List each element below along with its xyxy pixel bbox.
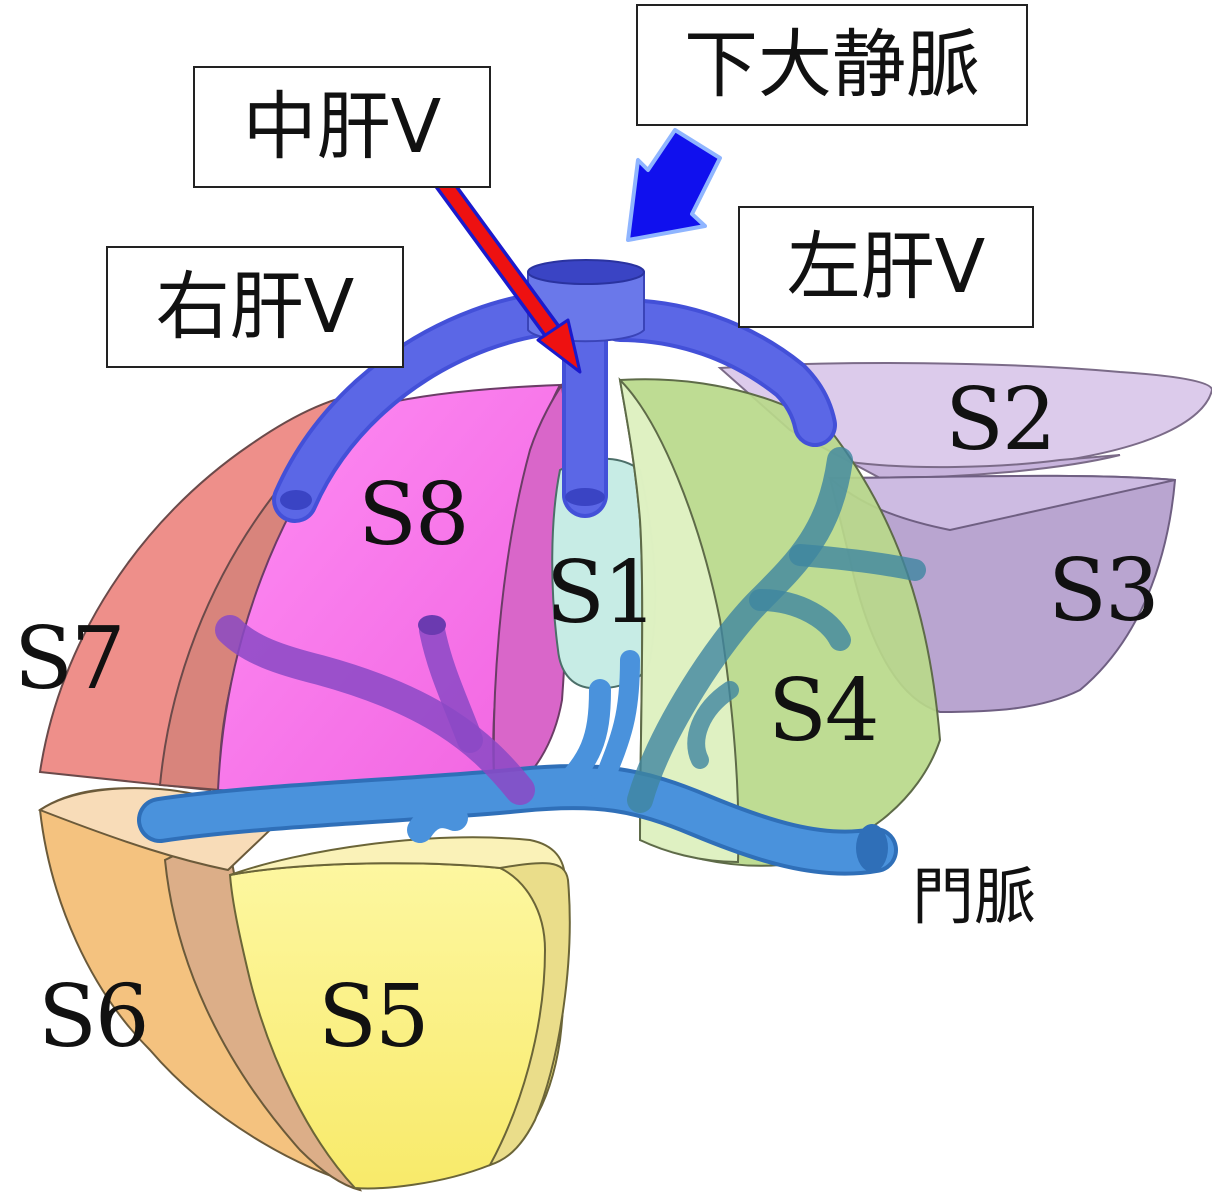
segment-label-s5: S5 xyxy=(318,967,430,1067)
ivc-arrow-icon xyxy=(626,128,722,242)
segment-label-s8: S8 xyxy=(358,465,470,565)
ivc-label: 下大静脈 xyxy=(636,4,1028,126)
segment-s5-top xyxy=(229,836,567,882)
portal-vein-label: 門脈 xyxy=(912,860,1037,933)
ivc-opening xyxy=(527,259,645,285)
segment-label-s7: S7 xyxy=(14,609,126,709)
segment-label-s3: S3 xyxy=(1048,541,1160,641)
left-hepatic-vein-label: 左肝V xyxy=(738,206,1034,328)
segment-label-s4: S4 xyxy=(768,661,880,761)
segment-label-s2: S2 xyxy=(945,370,1057,470)
segment-label-s6: S6 xyxy=(38,967,150,1067)
rhv-opening xyxy=(280,490,312,510)
segment-label-s1: S1 xyxy=(546,543,658,643)
mhv-opening xyxy=(565,488,605,506)
mhv-arrow-icon xyxy=(431,172,582,374)
portal-vein xyxy=(137,447,926,876)
right-hepatic-vein-label: 右肝V xyxy=(106,246,404,368)
middle-hepatic-vein-label: 中肝V xyxy=(193,66,491,188)
segment-s5-side xyxy=(487,862,571,1167)
